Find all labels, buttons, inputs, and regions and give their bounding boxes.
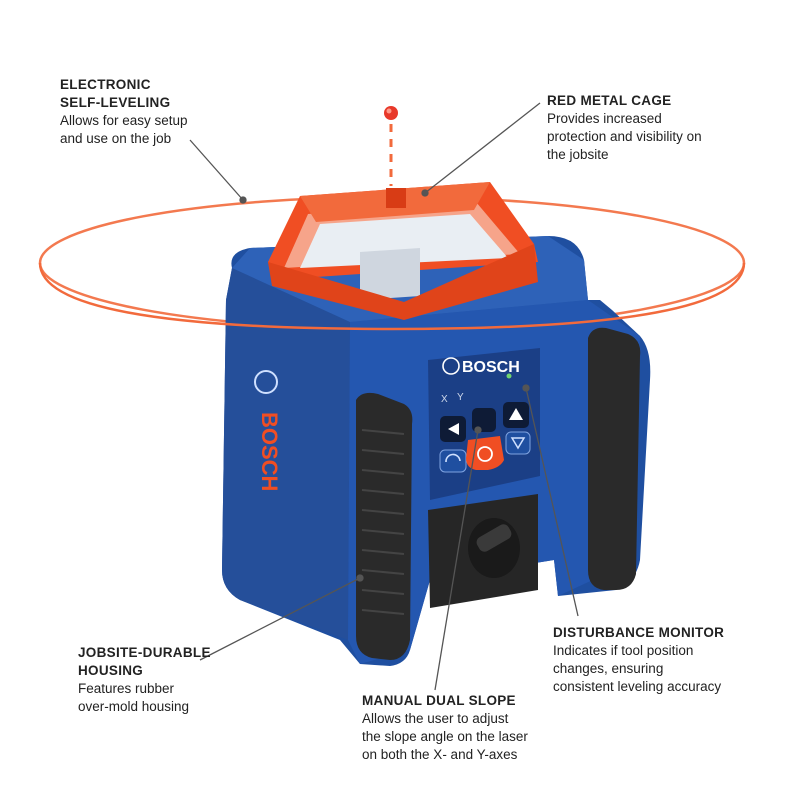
control-panel: BOSCH X Y bbox=[428, 348, 540, 500]
callout-title: SELF-LEVELING bbox=[60, 95, 171, 110]
callout-desc: and use on the job bbox=[60, 131, 172, 146]
callout-desc: Provides increased bbox=[547, 111, 662, 126]
left-rubber-grip bbox=[356, 392, 413, 660]
callout-desc: the jobsite bbox=[547, 147, 609, 162]
callout-title: RED METAL CAGE bbox=[547, 93, 672, 108]
laser-plane-front-arc bbox=[38, 262, 746, 331]
arrow-down-button[interactable] bbox=[505, 431, 531, 455]
callout-title: ELECTRONIC bbox=[60, 77, 151, 92]
bosch-logo-icon bbox=[442, 357, 460, 375]
right-rubber-grip bbox=[588, 327, 641, 590]
callout-desc: consistent leveling accuracy bbox=[553, 679, 722, 694]
callout-title: HOUSING bbox=[78, 663, 144, 678]
callout-title: MANUAL DUAL SLOPE bbox=[362, 693, 516, 708]
side-logo-icon bbox=[254, 370, 278, 394]
side-brand-text: BOSCH bbox=[257, 412, 282, 491]
callout-desc: over-mold housing bbox=[78, 699, 190, 714]
callout-electronic-self-leveling: ELECTRONIC SELF-LEVELING Allows for easy… bbox=[60, 76, 250, 148]
callout-jobsite-durable-housing: JOBSITE-DURABLE HOUSING Features rubber … bbox=[78, 644, 278, 716]
status-led-icon bbox=[506, 373, 512, 379]
slope-knob-compartment bbox=[428, 494, 538, 608]
axis-label-x: X bbox=[441, 394, 448, 405]
laser-housing bbox=[222, 236, 651, 666]
arrow-left-icon bbox=[448, 423, 459, 435]
callout-red-metal-cage: RED METAL CAGE Provides increased protec… bbox=[547, 92, 747, 164]
callout-manual-dual-slope: MANUAL DUAL SLOPE Allows the user to adj… bbox=[362, 692, 592, 764]
callout-title: DISTURBANCE MONITOR bbox=[553, 625, 725, 640]
callout-desc: Indicates if tool position bbox=[553, 643, 694, 658]
callout-desc: Allows for easy setup bbox=[60, 113, 188, 128]
callout-desc: protection and visibility on bbox=[547, 129, 702, 144]
red-metal-cage bbox=[268, 182, 538, 320]
power-icon bbox=[477, 446, 493, 462]
axis-label-y: Y bbox=[457, 392, 464, 403]
arrow-down-icon bbox=[510, 437, 526, 450]
callout-disturbance-monitor: DISTURBANCE MONITOR Indicates if tool po… bbox=[553, 624, 773, 696]
callout-desc: Allows the user to adjust bbox=[362, 711, 509, 726]
callout-desc: on both the X- and Y-axes bbox=[362, 747, 518, 762]
callout-desc: Features rubber bbox=[78, 681, 175, 696]
mode-button[interactable] bbox=[472, 408, 496, 432]
slope-knob[interactable] bbox=[474, 522, 513, 554]
laser-dot-icon bbox=[384, 106, 398, 120]
callout-desc: the slope angle on the laser bbox=[362, 729, 528, 744]
rotate-icon bbox=[445, 453, 461, 463]
callout-title: JOBSITE-DURABLE bbox=[78, 645, 211, 660]
rotate-button[interactable] bbox=[439, 449, 467, 473]
leader-lines bbox=[189, 102, 579, 691]
arrow-up-icon bbox=[509, 408, 523, 420]
panel-brand-text: BOSCH bbox=[462, 359, 520, 376]
callout-desc: changes, ensuring bbox=[553, 661, 664, 676]
